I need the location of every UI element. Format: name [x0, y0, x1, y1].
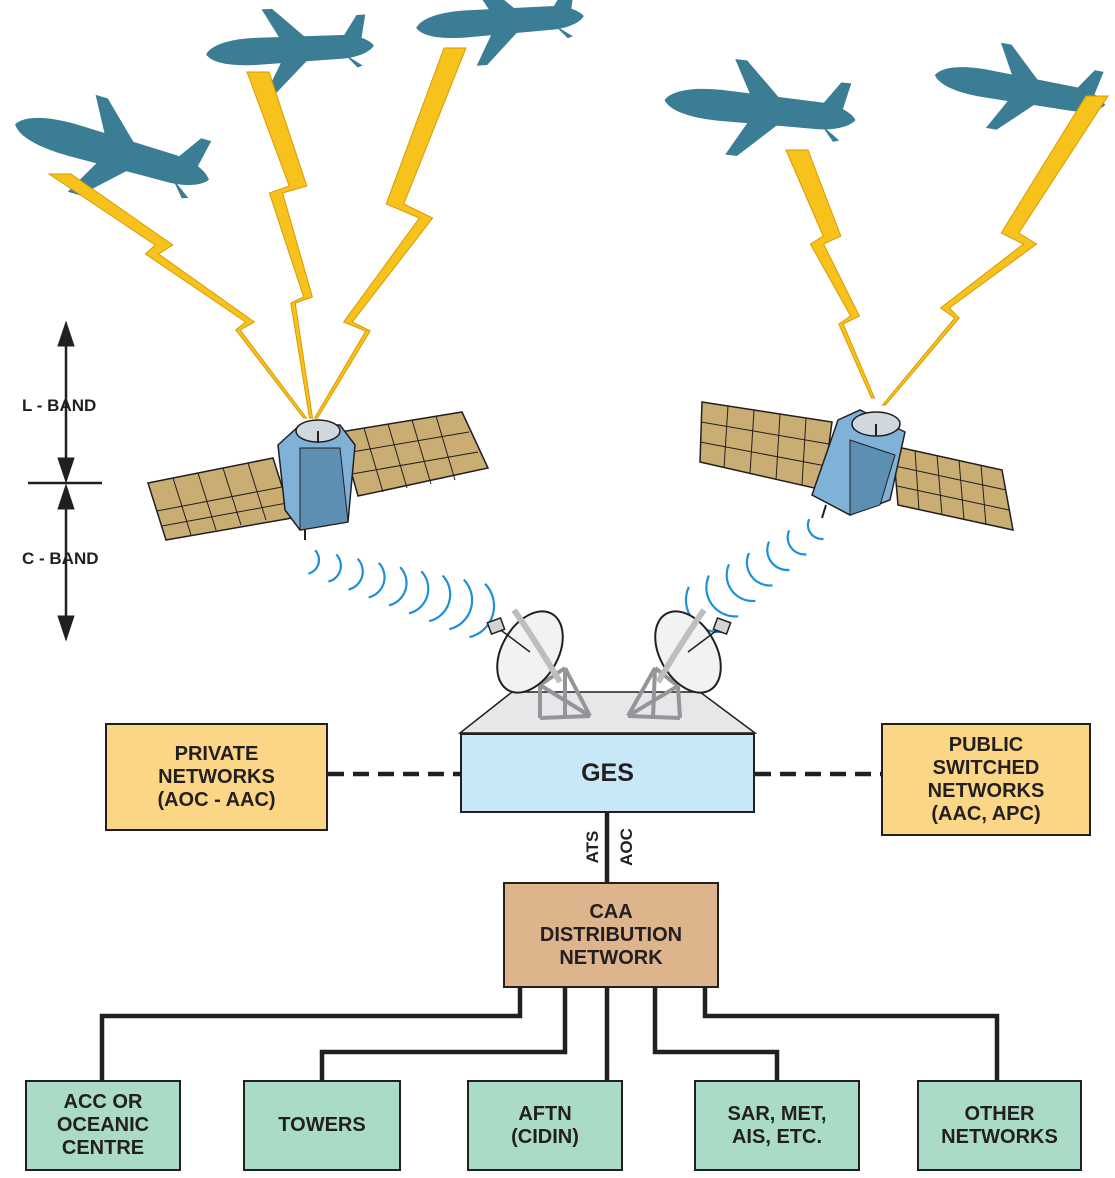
c-band-arrow-up-head: [57, 483, 75, 510]
link-towers: [319, 988, 568, 1080]
acc-oceanic-centre-label: ACC OR OCEANIC CENTRE: [56, 1091, 150, 1159]
public-switched-networks-label: PUBLIC SWITCHED NETWORKS (AAC, APC): [927, 733, 1045, 825]
l-band-label: L - BAND: [22, 396, 97, 415]
lightning-bolt-icon: [881, 95, 1109, 406]
link-other: [702, 988, 1000, 1080]
ges-label: GES: [581, 758, 634, 787]
ges-box: GES: [460, 733, 755, 813]
private-networks-label: PRIVATE NETWORKS (AOC - AAC): [157, 742, 276, 811]
lightning-bolt-icon: [246, 71, 314, 419]
lightning-bolt-icon: [47, 173, 308, 419]
other-networks-label: OTHER NETWORKS: [941, 1102, 1058, 1148]
network-connections: [99, 771, 1000, 1080]
caa-distribution-network-label: CAA DISTRIBUTION NETWORK: [539, 900, 683, 969]
towers-box: TOWERS: [243, 1080, 401, 1171]
link-sar: [652, 988, 780, 1080]
lightning-bolt-icon: [313, 47, 467, 419]
aftn-cidin-box: AFTN (CIDIN): [467, 1080, 623, 1171]
caa-distribution-network-box: CAA DISTRIBUTION NETWORK: [503, 882, 719, 988]
radio-waves-icon: [307, 518, 824, 639]
satellite-icon: [147, 411, 490, 541]
link-acc: [99, 988, 523, 1080]
lightning-bolt-icon: [785, 149, 876, 399]
other-networks-box: OTHER NETWORKS: [917, 1080, 1082, 1171]
private-networks-box: PRIVATE NETWORKS (AOC - AAC): [105, 723, 328, 831]
l-band-arrow-up-head: [57, 320, 75, 347]
acc-oceanic-centre-box: ACC OR OCEANIC CENTRE: [25, 1080, 181, 1171]
public-switched-networks-box: PUBLIC SWITCHED NETWORKS (AAC, APC): [881, 723, 1091, 836]
aircraft-icon: [203, 3, 377, 97]
band-scale: [28, 320, 102, 642]
ges-roof: [457, 691, 758, 734]
aftn-cidin-label: AFTN (CIDIN): [511, 1102, 579, 1148]
satellite-icon: [699, 401, 1014, 531]
sar-met-ais-label: SAR, MET, AIS, ETC.: [727, 1102, 827, 1148]
ats-label: ATS: [583, 830, 602, 864]
c-band-label: C - BAND: [22, 549, 99, 568]
satellite-dish-icon: [626, 608, 732, 720]
satellite-dish-icon: [486, 608, 592, 720]
towers-label: TOWERS: [278, 1114, 366, 1136]
aoc-label: AOC: [617, 828, 636, 866]
sar-met-ais-box: SAR, MET, AIS, ETC.: [694, 1080, 860, 1171]
c-band-arrow-down-head: [57, 615, 75, 642]
l-band-arrow-down-head: [57, 457, 75, 484]
aircraft-icon: [659, 52, 861, 168]
